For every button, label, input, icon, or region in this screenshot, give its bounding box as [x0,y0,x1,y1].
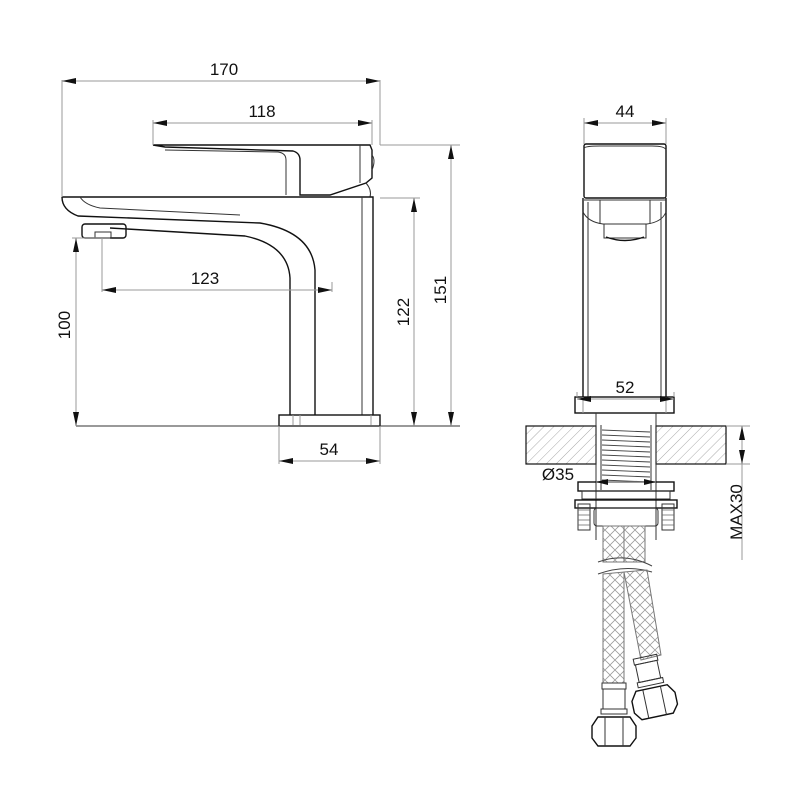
base-plate [278,414,381,427]
lever-outline [152,144,375,198]
dim-front-base-width: 52 [616,378,635,397]
dim-max-deck-thickness: MAX30 [727,484,746,540]
dim-base-width: 54 [320,440,339,459]
dim-lever-length: 118 [248,102,275,121]
deck-section [525,425,727,465]
body-front [582,198,667,397]
lever-front [583,143,667,199]
dim-overall-height: 151 [431,276,450,304]
mounting-nut [574,481,678,531]
dim-spout-reach: 123 [191,269,219,288]
front-view [525,143,727,747]
dim-hole-diameter: Ø35 [542,465,574,484]
base-plate-front [574,396,675,414]
spout-body-outline [61,196,374,415]
dim-overall-width: 170 [210,60,238,79]
dim-lever-width: 44 [616,102,635,121]
side-view [61,144,460,427]
front-view-dimensions: 44 52 Ø35 MAX30 [542,102,750,560]
braided-hoses [591,525,679,747]
dim-body-height: 122 [394,298,413,326]
threaded-shank [595,413,657,540]
side-view-dimensions: 170 118 123 100 122 151 [55,60,460,464]
dim-spout-height: 100 [55,311,74,339]
